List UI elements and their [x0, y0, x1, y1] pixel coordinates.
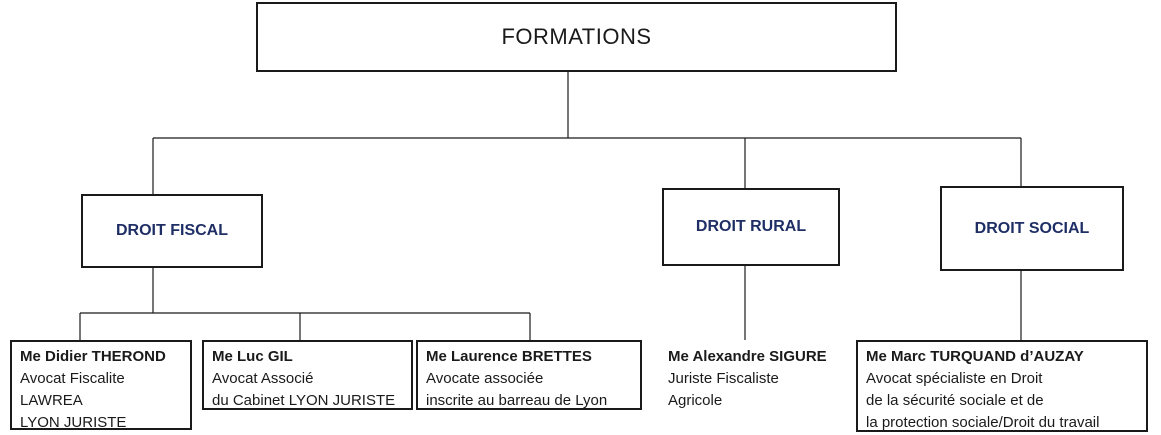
person-detail: Avocat Associé	[212, 370, 314, 387]
person-didier-therond: Me Didier THEROND Avocat Fiscalite LAWRE…	[10, 340, 192, 431]
person-alexandre-sigure: Me Alexandre SIGURE Juriste Fiscaliste A…	[660, 342, 850, 412]
person-marc-turquand-dauzay: Me Marc TURQUAND d’AUZAY Avocat spéciali…	[856, 340, 1148, 432]
person-laurence-brettes: Me Laurence BRETTES Avocate associée ins…	[416, 340, 642, 410]
person-name: Me Laurence BRETTES	[426, 348, 592, 365]
root-node: FORMATIONS	[256, 2, 897, 72]
person-detail: Avocate associée	[426, 370, 544, 387]
person-name: Me Luc GIL	[212, 348, 293, 365]
person-detail: Avocat spécialiste en Droit	[866, 370, 1043, 387]
person-detail: Juriste Fiscaliste	[668, 370, 779, 387]
category-label: DROIT FISCAL	[116, 222, 228, 239]
category-droit-fiscal: DROIT FISCAL	[81, 194, 263, 268]
person-detail: LYON JURISTE	[20, 414, 127, 431]
person-detail: inscrite au barreau de Lyon	[426, 392, 608, 409]
person-detail: Agricole	[668, 392, 723, 409]
category-label: DROIT SOCIAL	[974, 219, 1090, 237]
person-detail: la protection sociale/Droit du travail	[866, 414, 1100, 431]
category-label: DROIT RURAL	[695, 218, 807, 235]
root-title: FORMATIONS	[501, 24, 652, 49]
person-detail: de la sécurité sociale et de	[866, 392, 1044, 409]
person-detail: LAWREA	[20, 392, 83, 409]
person-luc-gil: Me Luc GIL Avocat Associé du Cabinet LYO…	[202, 340, 413, 410]
person-name: Me Didier THEROND	[20, 348, 166, 365]
person-name: Me Marc TURQUAND d’AUZAY	[866, 348, 1084, 365]
person-detail: Avocat Fiscalite	[20, 370, 125, 387]
person-name: Me Alexandre SIGURE	[668, 348, 827, 365]
category-droit-rural: DROIT RURAL	[662, 188, 840, 266]
person-detail: du Cabinet LYON JURISTE	[212, 392, 396, 409]
category-droit-social: DROIT SOCIAL	[940, 186, 1124, 271]
